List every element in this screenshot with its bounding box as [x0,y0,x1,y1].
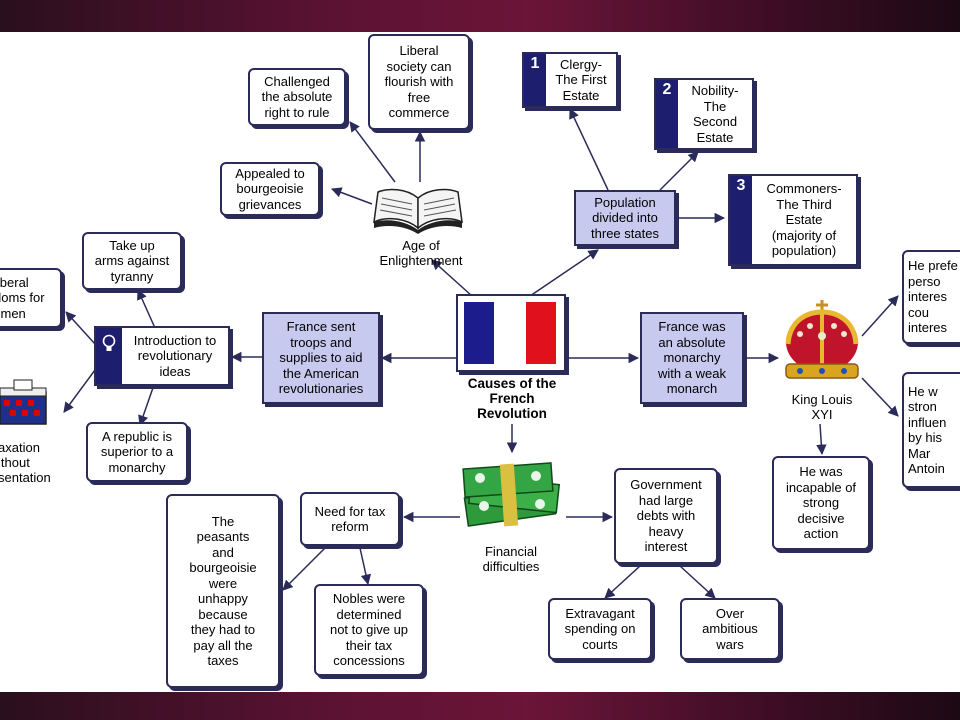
ballot-box-icon [0,379,47,425]
third-estate-label: Commoners- The Third Estate (majority of… [766,181,842,259]
first-estate-label: Clergy- The First Estate [555,56,607,103]
crown-icon [785,300,859,379]
extravagant-spending-box: Extravagant spending on courts [548,598,652,660]
peasants-unhappy-box: The peasants and bourgeoisie were unhapp… [166,494,280,688]
population-divided-box: Population divided into three states [574,190,676,246]
ambitious-wars-box: Over ambitious wars [680,598,780,660]
estate-number-2: 2 [656,80,678,148]
appealed-bourgeoisie-box: Appealed to bourgeoisie grievances [220,162,320,216]
liberal-society-box: Liberal society can flourish with free c… [368,34,470,130]
take-up-arms-box: Take up arms against tyranny [82,232,182,290]
central-topic-label: Causes of the French Revolution [467,376,557,421]
financial-difficulties-caption: Financial difficulties [482,544,540,574]
estate-number-1: 1 [524,54,546,106]
tax-reform-box: Need for tax reform [300,492,400,546]
money-stack-icon [462,462,561,527]
france-sent-troops-box: France sent troops and supplies to aid t… [262,312,380,404]
government-debts-box: Government had large debts with heavy in… [614,468,718,564]
preferred-personal-interest-box: He prefe perso interes cou interes [902,250,960,344]
enlightenment-caption: Age of Enlightenment [379,238,463,268]
taxation-representation-label: axation ithout sentation [0,440,51,485]
incapable-action-box: He was incapable of strong decisive acti… [772,456,870,550]
first-estate-box: 1 Clergy- The First Estate [522,52,618,108]
influenced-by-marie-antoinette-box: He w stron influen by his Mar Antoin [902,372,960,488]
intro-ideas-label: Introduction to revolutionary ideas [122,328,228,384]
french-flag-icon [456,294,566,372]
intro-revolutionary-ideas-box: Introduction to revolutionary ideas [94,326,230,386]
absolute-monarchy-box: France was an absolute monarchy with a w… [640,312,744,404]
republic-superior-box: A republic is superior to a monarchy [86,422,188,482]
nobles-tax-concessions-box: Nobles were determined not to give up th… [314,584,424,676]
challenged-right-to-rule-box: Challenged the absolute right to rule [248,68,346,126]
king-louis-caption: King Louis XYI [791,392,853,422]
concept-map: Challenged the absolute right to rule Li… [0,32,960,692]
estate-number-3: 3 [730,176,752,264]
lightbulb-icon [96,328,122,384]
open-book-icon [373,188,463,234]
second-estate-label: Nobility- The Second Estate [691,83,739,145]
third-estate-box: 3 Commoners- The Third Estate (majority … [728,174,858,266]
second-estate-box: 2 Nobility- The Second Estate [654,78,754,150]
connector-lines [63,108,899,599]
liberal-freedoms-box: liberal doms for l men [0,268,62,328]
